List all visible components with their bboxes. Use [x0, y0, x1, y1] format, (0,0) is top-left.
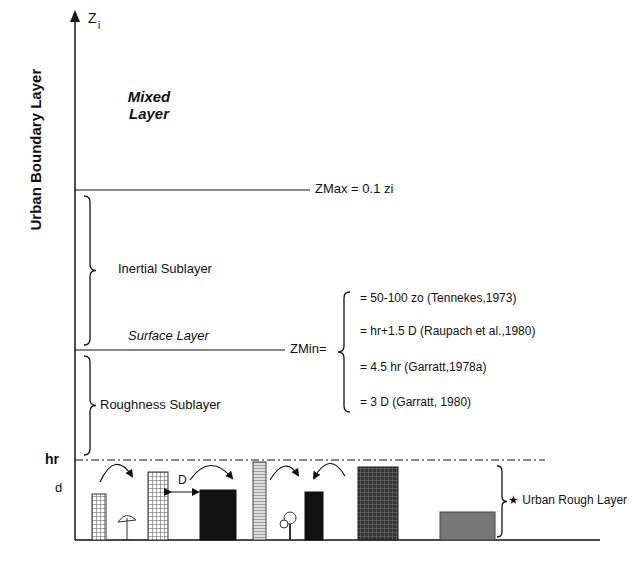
level-formula: ZMin= — [290, 342, 326, 357]
eddy-arrow — [314, 463, 345, 478]
building — [92, 494, 106, 540]
spacing-label: D — [178, 474, 187, 488]
building — [358, 467, 398, 540]
formula-reference: = 3 D (Garratt, 1980) — [360, 396, 471, 410]
curly-brace — [84, 356, 96, 455]
curly-brace — [497, 466, 507, 537]
curly-brace — [338, 292, 350, 412]
axis-title: Urban Boundary Layer — [27, 69, 44, 231]
tree — [280, 512, 296, 540]
roof-level-line — [75, 460, 545, 461]
braces — [84, 196, 507, 537]
axis-subscript: i — [98, 20, 100, 32]
level-formula: ZMax = 0.1 zi — [315, 182, 393, 197]
layer-name: Surface Layer — [128, 329, 209, 344]
eddy-arrow — [100, 464, 132, 482]
building — [148, 472, 168, 540]
curly-brace — [84, 196, 96, 345]
height-label: hr — [45, 451, 59, 467]
satellite-dish — [118, 515, 136, 540]
layer-name: Mixed Layer — [118, 88, 180, 123]
building — [305, 492, 323, 540]
zmax-line — [75, 190, 310, 191]
eddy-arrow — [270, 466, 298, 480]
building — [440, 512, 495, 540]
building — [253, 462, 266, 540]
eddy-arrow — [190, 465, 232, 480]
spacing-arrow — [170, 492, 198, 493]
layer-name: ★ Urban Rough Layer — [508, 494, 627, 508]
building — [200, 490, 236, 540]
layer-name: Inertial Sublayer — [118, 262, 212, 277]
zmin-line — [75, 350, 285, 351]
height-axis — [74, 14, 76, 540]
layer-name: Roughness Sublayer — [100, 398, 221, 413]
height-label: d — [55, 481, 62, 496]
formula-reference: = 50-100 zo (Tennekes,1973) — [360, 292, 516, 306]
axis-arrowhead — [70, 10, 80, 22]
formula-reference: = 4.5 hr (Garratt,1978a) — [360, 361, 486, 375]
formula-reference: = hr+1.5 D (Raupach et al.,1980) — [360, 325, 535, 339]
axis-symbol: Z — [88, 10, 97, 26]
